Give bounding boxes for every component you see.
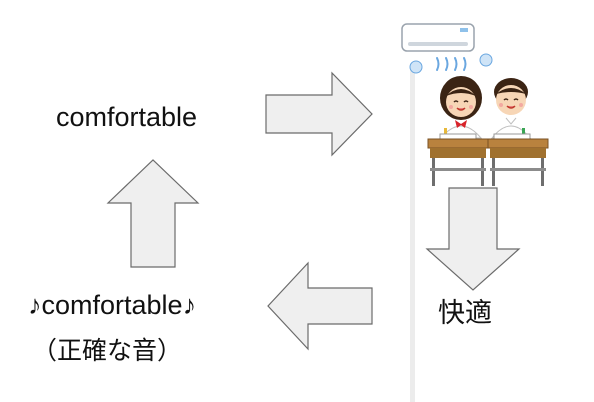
snowflake-icon [409,53,493,74]
arrow-left [267,261,373,351]
student-girl-icon [439,76,483,139]
label-kaiteki: 快適 [438,298,492,329]
label-correct-sound: （正確な音） [32,336,183,365]
arrow-down [425,187,521,291]
label-comfortable-pronounced: ♪comfortable♪ [28,290,197,320]
airflow-icon [436,57,467,71]
school-desk-icon [427,138,549,186]
arrow-right [265,71,373,157]
label-comfortable: comfortable [56,102,198,132]
student-boy-icon [490,78,532,139]
arrow-up [106,159,200,268]
air-conditioner-icon [401,23,475,52]
wall-pole [410,70,415,402]
